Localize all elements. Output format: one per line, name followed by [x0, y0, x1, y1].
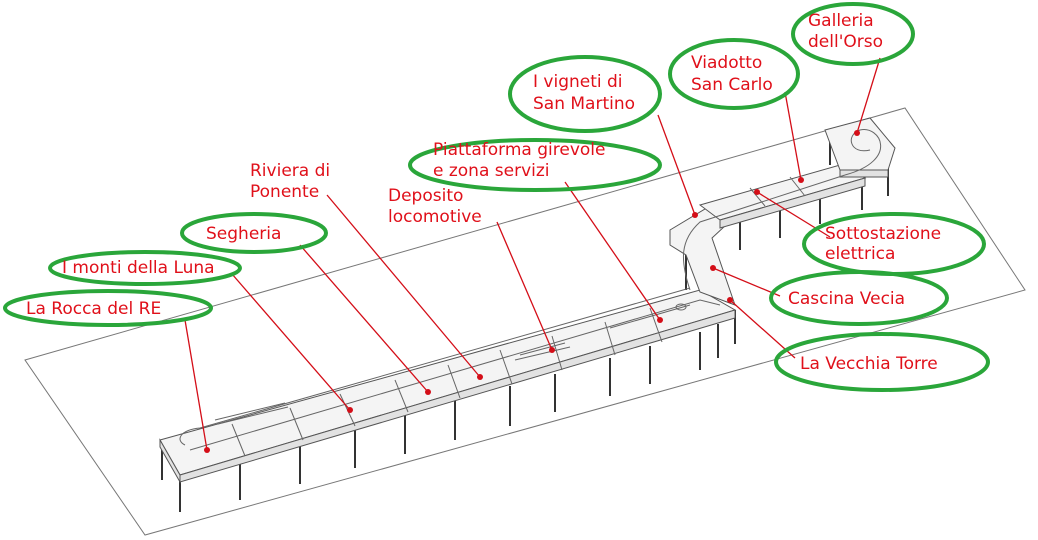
labels: La Rocca del RE I monti della Luna Seghe… — [26, 11, 947, 374]
label-cascina: Cascina Vecia — [788, 289, 905, 309]
oval-cascina — [769, 270, 949, 326]
label-rocca: La Rocca del RE — [26, 299, 161, 319]
label-riviera: Riviera di Ponente — [250, 161, 336, 202]
label-monti: I monti della Luna — [62, 258, 215, 278]
label-vigneti: I vigneti di San Martino — [533, 72, 635, 114]
oval-viadotto — [668, 38, 800, 110]
oval-galleria — [791, 2, 915, 66]
label-viadotto: Viadotto San Carlo — [691, 53, 773, 95]
label-segheria: Segheria — [206, 224, 281, 244]
oval-piattaforma — [408, 138, 662, 192]
label-ovals — [3, 2, 990, 392]
label-piattaforma: Piattaforma girevole e zona servizi — [433, 140, 611, 181]
oval-rocca — [3, 289, 213, 327]
bench-boards — [159, 117, 896, 484]
module-seams — [231, 176, 806, 457]
oval-monti — [48, 250, 242, 286]
leader-dots — [204, 130, 860, 453]
oval-segheria — [180, 212, 328, 254]
support-legs — [161, 135, 889, 512]
label-galleria: Galleria dell'Orso — [808, 11, 883, 52]
leader-lines — [184, 57, 881, 451]
oval-vigneti — [508, 55, 662, 133]
label-deposito: Deposito locomotive — [388, 186, 482, 227]
floor-outline — [24, 107, 1026, 536]
label-torre: La Vecchia Torre — [800, 354, 938, 374]
label-sottostazione: Sottostazione elettrica — [825, 224, 947, 264]
track-plan — [179, 129, 882, 451]
oval-torre — [774, 332, 990, 392]
